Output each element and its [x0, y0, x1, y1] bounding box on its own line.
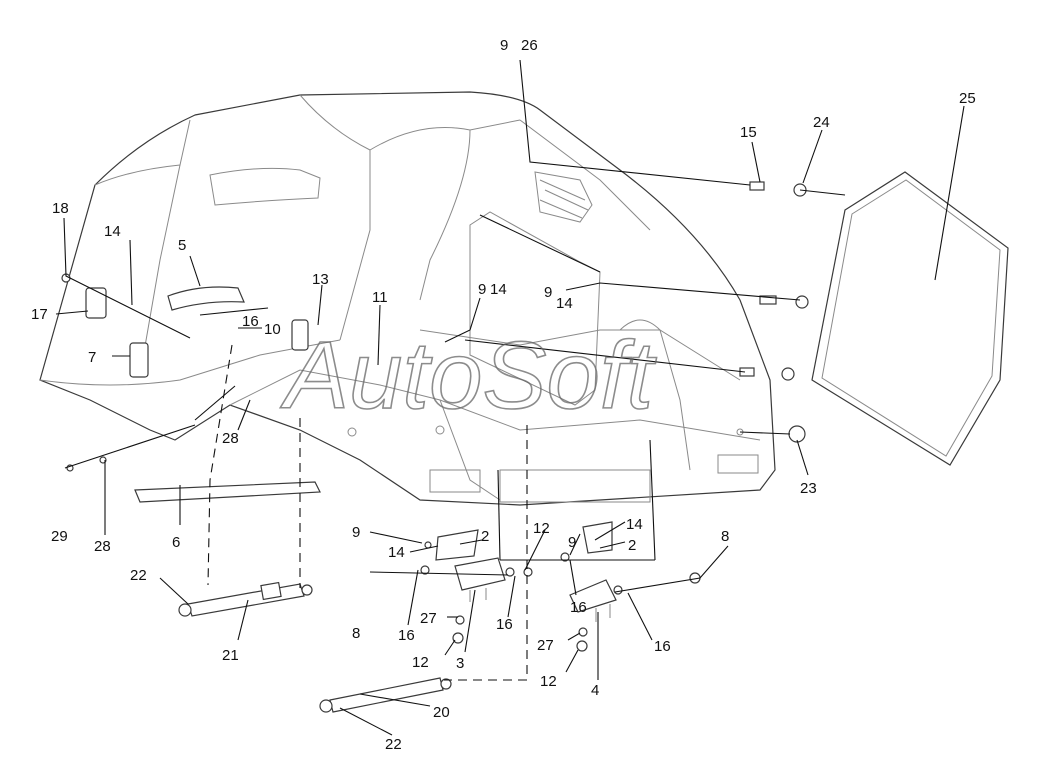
callout-label: 20: [433, 704, 450, 721]
callout-label: 8: [352, 625, 360, 642]
callout-label: 28: [222, 430, 239, 447]
gas-strut-20: [319, 677, 452, 713]
callout-label: 2: [481, 528, 489, 545]
callout-label: 9: [544, 284, 552, 301]
callout-label: 4: [591, 682, 599, 699]
callout-label: 2: [628, 537, 636, 554]
assembly-lines: [207, 344, 528, 681]
gas-strut-21: [178, 581, 313, 617]
callout-label: 26: [521, 37, 538, 54]
watermark-text: AutoSoft: [280, 322, 657, 429]
callout-label: 17: [31, 306, 48, 323]
callout-label: 14: [626, 516, 643, 533]
callout-label: 7: [88, 349, 96, 366]
callout-label: 9: [568, 534, 576, 551]
callout-label: 16: [654, 638, 671, 655]
callout-label: 16: [570, 599, 587, 616]
callout-label: 15: [740, 124, 757, 141]
callout-label: 27: [420, 610, 437, 627]
callout-label: 24: [813, 114, 830, 131]
rear-window-panel: [811, 171, 1009, 466]
leader-lines: [55, 59, 965, 736]
hinge-bracket-left: [435, 529, 506, 602]
callout-label: 16: [398, 627, 415, 644]
callout-label: 18: [52, 200, 69, 217]
callout-label: 21: [222, 647, 239, 664]
callout-label: 12: [412, 654, 429, 671]
callout-label: 14: [556, 295, 573, 312]
hinge-bracket-right: [569, 521, 617, 622]
callout-label: 23: [800, 480, 817, 497]
callout-label: 25: [959, 90, 976, 107]
callout-label: 12: [540, 673, 557, 690]
callout-label: 9: [478, 281, 486, 298]
callout-label: 16: [496, 616, 513, 633]
callout-label: 13: [312, 271, 329, 288]
callout-label: 29: [51, 528, 68, 545]
callout-label: 22: [130, 567, 147, 584]
callout-label: 3: [456, 655, 464, 672]
callout-label: 11: [372, 289, 388, 306]
callout-label: 10: [264, 321, 281, 338]
callout-label: 22: [385, 736, 402, 753]
callout-label: 5: [178, 237, 186, 254]
callout-label: 27: [537, 637, 554, 654]
callout-label: 8: [721, 528, 729, 545]
cab-roof-body: [39, 91, 776, 506]
callout-label: 14: [490, 281, 507, 298]
callout-label: 28: [94, 538, 111, 555]
callout-label: 9: [352, 524, 360, 541]
fasteners: [61, 181, 809, 652]
callout-label: 9: [500, 37, 508, 54]
callout-label: 12: [533, 520, 550, 537]
callout-label: 16: [242, 313, 259, 330]
callout-label: 14: [104, 223, 121, 240]
grab-handle: [167, 286, 245, 311]
seal-strip: [134, 481, 321, 503]
callout-label: 6: [172, 534, 180, 551]
callout-labels: 9 26 25 15 24 18 14 5 17 16 10 13 11 9 1…: [31, 37, 976, 753]
callout-label: 14: [388, 544, 405, 561]
